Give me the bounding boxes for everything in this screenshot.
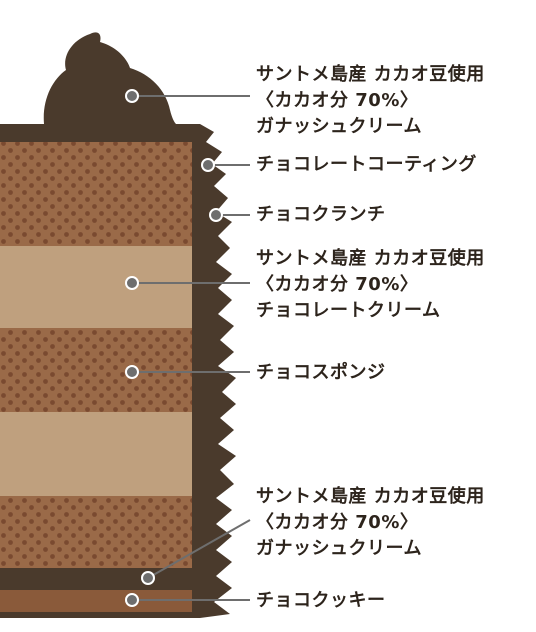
layer-cream-lower <box>0 412 192 496</box>
layer-chocolate-crunch <box>0 142 192 246</box>
label-lower-ganache: サントメ島産 カカオ豆使用 〈カカオ分 70%〉 ガナッシュクリーム <box>256 486 485 559</box>
leader-sponge-marker <box>125 365 139 379</box>
leader-crunch-marker <box>209 208 223 222</box>
leader-coating-marker <box>201 158 215 172</box>
leader-cookie-marker <box>125 593 139 607</box>
layer-sponge-lower <box>0 496 192 568</box>
layer-chocolate-sponge <box>0 328 192 412</box>
label-chocolate-cookie: チョコクッキー <box>256 590 386 611</box>
ganache-swirl-topping <box>43 32 177 124</box>
label-chocolate-coating: チョコレートコーティング <box>256 154 477 175</box>
label-chocolate-cream: サントメ島産 カカオ豆使用 〈カカオ分 70%〉 チョコレートクリーム <box>256 248 485 321</box>
layer-ganache-lower <box>0 568 192 590</box>
leader-lines <box>125 89 251 607</box>
label-chocolate-crunch: チョコクランチ <box>256 204 386 225</box>
leader-ganache-marker <box>141 571 155 585</box>
leader-cream-marker <box>125 276 139 290</box>
layer-chocolate-cream <box>0 246 192 328</box>
label-topping-ganache: サントメ島産 カカオ豆使用 〈カカオ分 70%〉 ガナッシュクリーム <box>256 64 485 137</box>
layer-chocolate-cookie <box>0 590 192 612</box>
leader-topping-marker <box>125 89 139 103</box>
label-chocolate-sponge: チョコスポンジ <box>256 362 386 383</box>
leader-ganache-line <box>147 519 251 579</box>
